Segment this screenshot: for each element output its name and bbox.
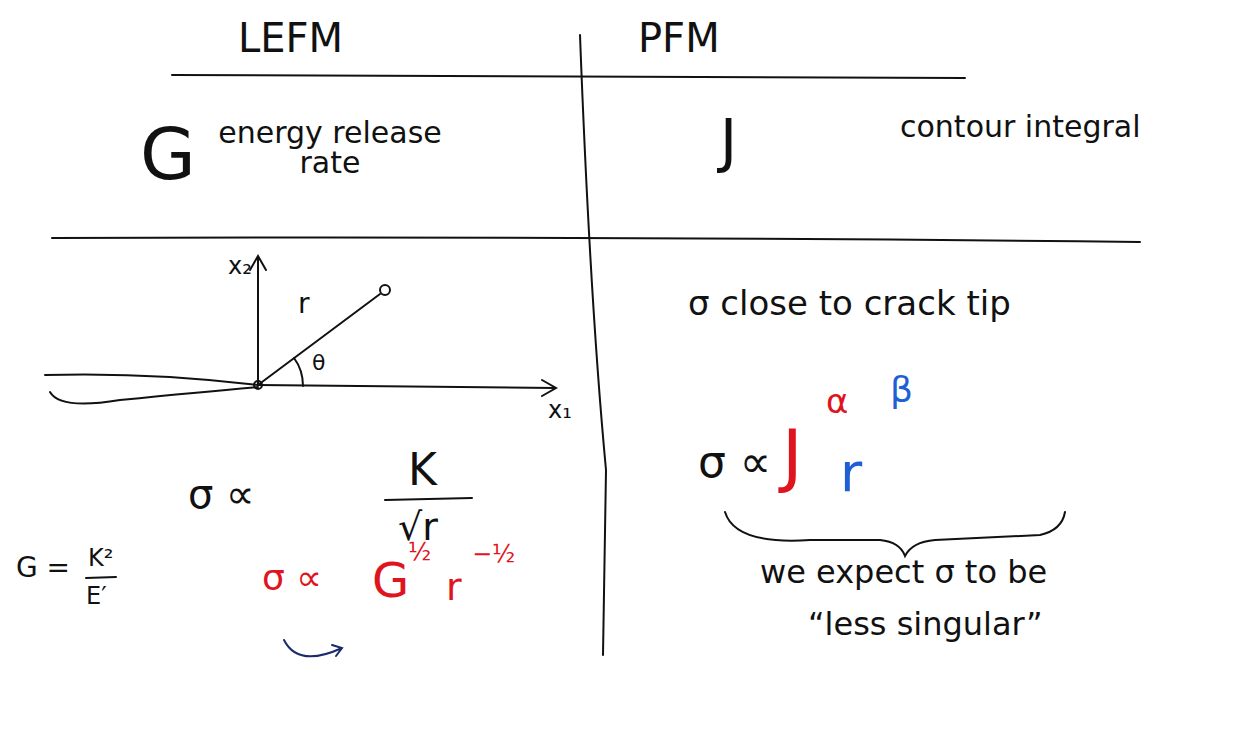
definition: energy release rate — [215, 118, 445, 178]
symbol: G — [140, 118, 196, 190]
formula-exponent: −½ — [472, 542, 515, 566]
formula-part: σ ∝ — [262, 560, 322, 596]
brace — [725, 512, 1065, 556]
crack-lower-face — [50, 387, 258, 404]
note-text: σ close to crack tip — [688, 286, 1011, 320]
formula-part: r — [446, 568, 462, 606]
crack-tip — [254, 381, 262, 389]
formula-part: σ ∝ — [698, 440, 771, 484]
formula-part: J — [782, 420, 803, 490]
note-text: we expect σ to be — [760, 556, 1047, 588]
column-heading: LEFM — [238, 18, 343, 58]
column-heading: PFM — [638, 18, 720, 58]
fraction-bar — [86, 577, 116, 578]
row-rule — [52, 238, 1140, 243]
formula-exponent: β — [890, 372, 913, 408]
fraction-bar — [385, 498, 472, 500]
formula-part: K² — [88, 546, 113, 570]
angle-arc — [294, 358, 303, 386]
formula-part: G = — [16, 554, 70, 582]
axis-label: x₁ — [548, 398, 572, 422]
formula-part: r — [840, 446, 862, 500]
header-rule — [172, 75, 965, 78]
formula-exponent: ½ — [408, 540, 431, 564]
x2-axis — [250, 256, 266, 385]
axis-label: x₂ — [228, 254, 252, 278]
formula-part: σ ∝ — [188, 474, 255, 514]
axis-label: r — [298, 290, 310, 318]
radius-line — [258, 294, 380, 385]
formula-exponent: α — [826, 384, 848, 418]
definition: contour integral — [900, 112, 1141, 142]
pointer-hook — [284, 640, 342, 656]
formula-part: E′ — [86, 584, 107, 608]
angle-label: θ — [312, 352, 325, 374]
formula-part: G — [372, 556, 409, 604]
note-text: “less singular” — [808, 608, 1043, 640]
symbol: J — [720, 112, 737, 170]
field-point — [380, 285, 390, 295]
crack-upper-face — [45, 374, 258, 385]
column-divider — [580, 35, 606, 655]
formula-part: K — [408, 448, 437, 492]
